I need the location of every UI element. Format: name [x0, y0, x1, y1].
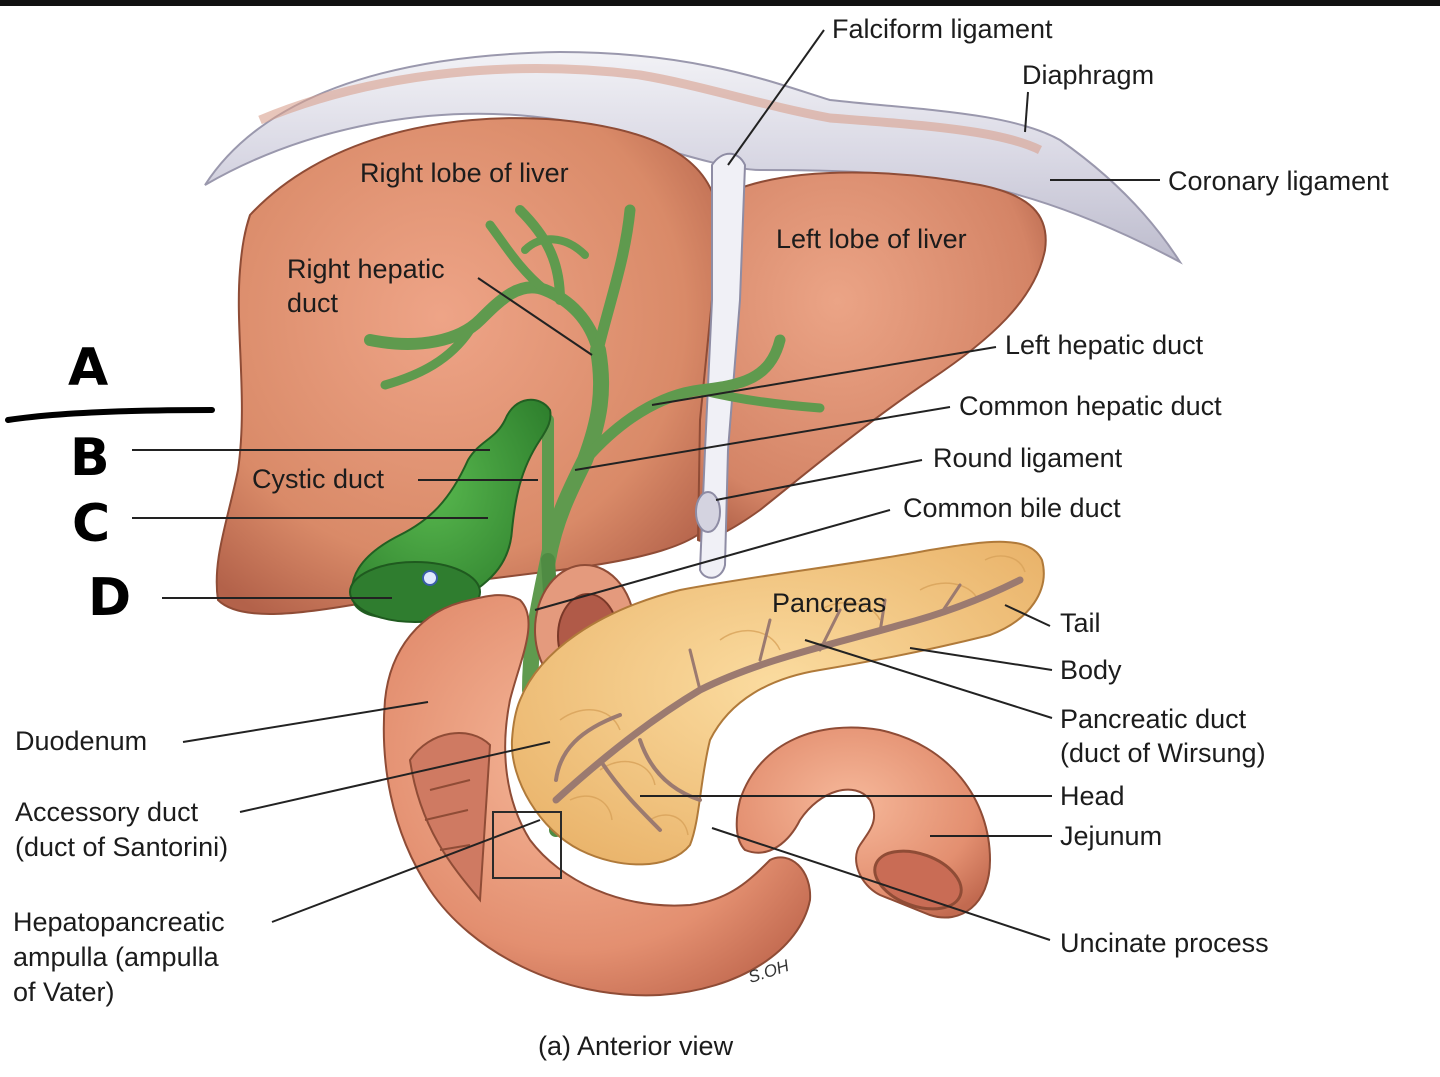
label-tail: Tail	[1060, 608, 1101, 638]
label-head: Head	[1060, 781, 1125, 811]
label-right-lobe: Right lobe of liver	[360, 158, 569, 188]
label-left-hepatic-duct: Left hepatic duct	[1005, 330, 1204, 360]
ampulla-box	[492, 811, 562, 879]
pancreas-lobules	[559, 555, 1026, 836]
duodenum-shape	[382, 594, 812, 997]
pancreatic-duct	[552, 576, 1024, 832]
label-accessory-duct-1: Accessory duct	[15, 797, 199, 827]
label-accessory-duct-2: (duct of Santorini)	[15, 832, 229, 862]
gallbladder-marker-icon	[422, 570, 438, 586]
handwritten-letter-b: B	[70, 428, 110, 488]
label-pancreas: Pancreas	[772, 588, 887, 618]
label-right-hepatic-duct-1: Right hepatic	[287, 254, 445, 284]
label-body: Body	[1060, 655, 1122, 685]
leader-lines	[132, 29, 1160, 941]
label-common-hepatic-duct: Common hepatic duct	[959, 391, 1222, 421]
label-pancreatic-duct-2: (duct of Wirsung)	[1060, 738, 1266, 768]
label-uncinate-process: Uncinate process	[1060, 928, 1269, 958]
label-common-bile-duct: Common bile duct	[903, 493, 1121, 523]
label-pancreatic-duct-1: Pancreatic duct	[1060, 704, 1247, 734]
label-ampulla-3: of Vater)	[13, 977, 115, 1007]
figure-caption: (a) Anterior view	[538, 1031, 734, 1061]
jejunum-opening	[873, 849, 963, 911]
label-coronary-ligament: Coronary ligament	[1168, 166, 1389, 196]
handwritten-letter-a: A	[68, 338, 109, 398]
label-right-hepatic-duct-2: duct	[287, 288, 339, 318]
label-cystic-duct: Cystic duct	[252, 464, 385, 494]
diaphragm-muscle-band	[258, 64, 1043, 155]
label-ampulla-2: ampulla (ampulla	[13, 942, 219, 972]
label-left-lobe: Left lobe of liver	[776, 224, 967, 254]
label-jejunum: Jejunum	[1060, 821, 1163, 851]
handwritten-letter-d: D	[88, 568, 132, 628]
label-duodenum: Duodenum	[15, 726, 148, 756]
handwritten-letter-c: C	[72, 494, 111, 554]
label-falciform-ligament: Falciform ligament	[832, 14, 1053, 44]
falciform-ligament-shape	[698, 152, 747, 579]
left-lobe-shape	[696, 171, 1047, 542]
label-ampulla-1: Hepatopancreatic	[13, 907, 225, 937]
top-border	[0, 0, 1440, 6]
handwritten-divider	[5, 407, 215, 423]
round-ligament-knot	[695, 491, 721, 533]
label-round-ligament: Round ligament	[933, 443, 1123, 473]
label-diaphragm: Diaphragm	[1022, 60, 1155, 90]
